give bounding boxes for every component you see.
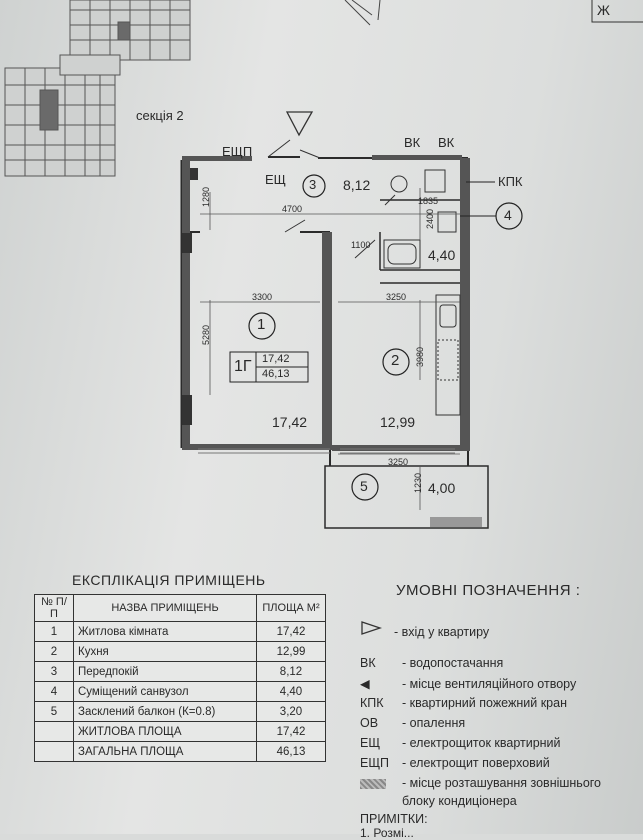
- table-row: 2 Кухня 12,99: [34, 641, 326, 662]
- room-5-number: 5: [360, 478, 368, 494]
- entrance-icon: [285, 111, 314, 137]
- row-name: Суміщений санвузол: [73, 681, 257, 702]
- legend-text: - електрощиток квартирний: [402, 736, 561, 750]
- room-3-area: 8,12: [343, 177, 371, 193]
- room-2-area: 12,99: [380, 414, 416, 430]
- row-area: 12,99: [256, 641, 326, 662]
- living-area-row: ЖИТЛОВА ПЛОЩА 17,42: [34, 721, 326, 742]
- legend-text: - вхід у квартиру: [394, 625, 490, 639]
- dim-3250-balcony: 3250: [388, 457, 409, 467]
- dim-3980: 3980: [415, 346, 426, 368]
- row-no: 5: [34, 701, 74, 722]
- legend-text: - водопостачання: [402, 656, 504, 670]
- legend-text: - опалення: [402, 716, 466, 730]
- floor-plan: [4, 0, 643, 529]
- total-area-value: 46,13: [256, 741, 326, 762]
- row-name: Засклений балкон (К=0.8): [73, 701, 257, 722]
- kpk-label: КПК: [498, 174, 523, 189]
- legend-code: ВК: [360, 656, 376, 670]
- section-label: секція 2: [136, 108, 184, 123]
- row-area: 3,20: [256, 701, 326, 722]
- row-area: 4,40: [256, 681, 326, 702]
- header-name: НАЗВА ПРИМІЩЕНЬ: [73, 594, 257, 622]
- notes-first: 1. Розмі...: [360, 826, 414, 840]
- room-4-area: 4,40: [428, 247, 456, 263]
- row-name: Кухня: [73, 641, 257, 662]
- dim-1835: 1835: [418, 196, 439, 206]
- vk-label-2: ВК: [438, 135, 455, 150]
- legend-kpk: КПК - квартирний пожежний кран: [360, 696, 567, 710]
- legend-text: блоку кондиціонера: [402, 794, 517, 808]
- table-row: 4 Суміщений санвузол 4,40: [34, 681, 326, 702]
- total-area-label: ЗАГАЛЬНА ПЛОЩА: [73, 741, 257, 762]
- key-plan: [4, 0, 191, 177]
- dim-1230: 1230: [413, 472, 424, 494]
- row-name: Житлова кімната: [73, 621, 257, 642]
- row-no: 4: [34, 681, 74, 702]
- dim-4700: 4700: [282, 204, 303, 214]
- eshp-label: ЕЩП: [222, 144, 253, 159]
- apartment-living-area: 17,42: [262, 353, 290, 365]
- legend-text: - квартирний пожежний кран: [402, 696, 567, 710]
- row-area: 8,12: [256, 661, 326, 682]
- header-area: ПЛОЩА М²: [256, 594, 326, 622]
- explication-title: ЕКСПЛІКАЦІЯ ПРИМІЩЕНЬ: [72, 572, 266, 588]
- table-row: 1 Житлова кімната 17,42: [34, 621, 326, 642]
- room-1-number: 1: [257, 316, 266, 333]
- legend-entrance: - вхід у квартиру: [360, 620, 489, 639]
- row-no: 1: [34, 621, 74, 642]
- table-row: 3 Передпокій 8,12: [34, 661, 326, 682]
- row-no: 3: [34, 661, 74, 682]
- dim-1100: 1100: [351, 240, 371, 250]
- row-no: 2: [34, 641, 74, 662]
- row-area: 17,42: [256, 621, 326, 642]
- dim-3250-kitchen: 3250: [386, 292, 407, 302]
- legend-ov: ОВ - опалення: [360, 716, 465, 730]
- sheet-label: Ж: [597, 2, 610, 18]
- esh-label: ЕЩ: [265, 172, 286, 187]
- vk-label-1: ВК: [404, 135, 421, 150]
- legend-ac: - місце розташування зовнішнього: [360, 776, 601, 790]
- dim-1280: 1280: [201, 186, 212, 208]
- dim-5280: 5280: [201, 324, 212, 346]
- legend-code: ЕЩП: [360, 756, 390, 770]
- notes-title: ПРИМІТКИ:: [360, 812, 428, 826]
- room-5-area: 4,00: [428, 480, 456, 496]
- living-area-label: ЖИТЛОВА ПЛОЩА: [73, 721, 257, 742]
- legend-code: ОВ: [360, 716, 379, 730]
- apartment-total-area: 46,13: [262, 368, 290, 380]
- total-area-row: ЗАГАЛЬНА ПЛОЩА 46,13: [34, 741, 326, 762]
- legend-text: - місце розташування зовнішнього: [402, 776, 602, 790]
- dim-3300: 3300: [252, 292, 273, 302]
- legend-eshp: ЕЩП - електрощит поверховий: [360, 756, 550, 770]
- table-header-row: № П/П НАЗВА ПРИМІЩЕНЬ ПЛОЩА М²: [34, 594, 326, 622]
- legend-esh: ЕЩ - електрощиток квартирний: [360, 736, 561, 750]
- vent-marker-icon: ◀: [360, 677, 370, 691]
- legend-vk: ВК - водопостачання: [360, 656, 503, 670]
- legend-vent: ◀ - місце вентиляційного отвору: [360, 676, 576, 691]
- explication-table: № П/П НАЗВА ПРИМІЩЕНЬ ПЛОЩА М² 1 Житлова…: [34, 594, 326, 762]
- header-no: № П/П: [34, 594, 74, 622]
- legend-text: - місце вентиляційного отвору: [402, 677, 577, 691]
- ac-hatch-icon: [360, 778, 386, 789]
- living-area-value: 17,42: [256, 721, 326, 742]
- table-row: 5 Засклений балкон (К=0.8) 3,20: [34, 701, 326, 722]
- legend-code: ЕЩ: [360, 736, 381, 750]
- row-name: Передпокій: [73, 661, 257, 682]
- legend-ac-cont: блоку кондиціонера: [402, 794, 517, 808]
- room-3-number: 3: [309, 177, 317, 192]
- room-4-number: 4: [504, 207, 512, 223]
- entrance-triangle-icon: [360, 620, 394, 639]
- legend-code: КПК: [360, 696, 384, 710]
- dim-2400: 2400: [425, 208, 436, 230]
- room-2-number: 2: [391, 352, 400, 369]
- legend-title: УМОВНІ ПОЗНАЧЕННЯ :: [396, 582, 581, 599]
- legend-text: - електрощит поверховий: [402, 756, 550, 770]
- room-1-area: 17,42: [272, 414, 308, 430]
- apartment-type: 1Г: [234, 358, 252, 375]
